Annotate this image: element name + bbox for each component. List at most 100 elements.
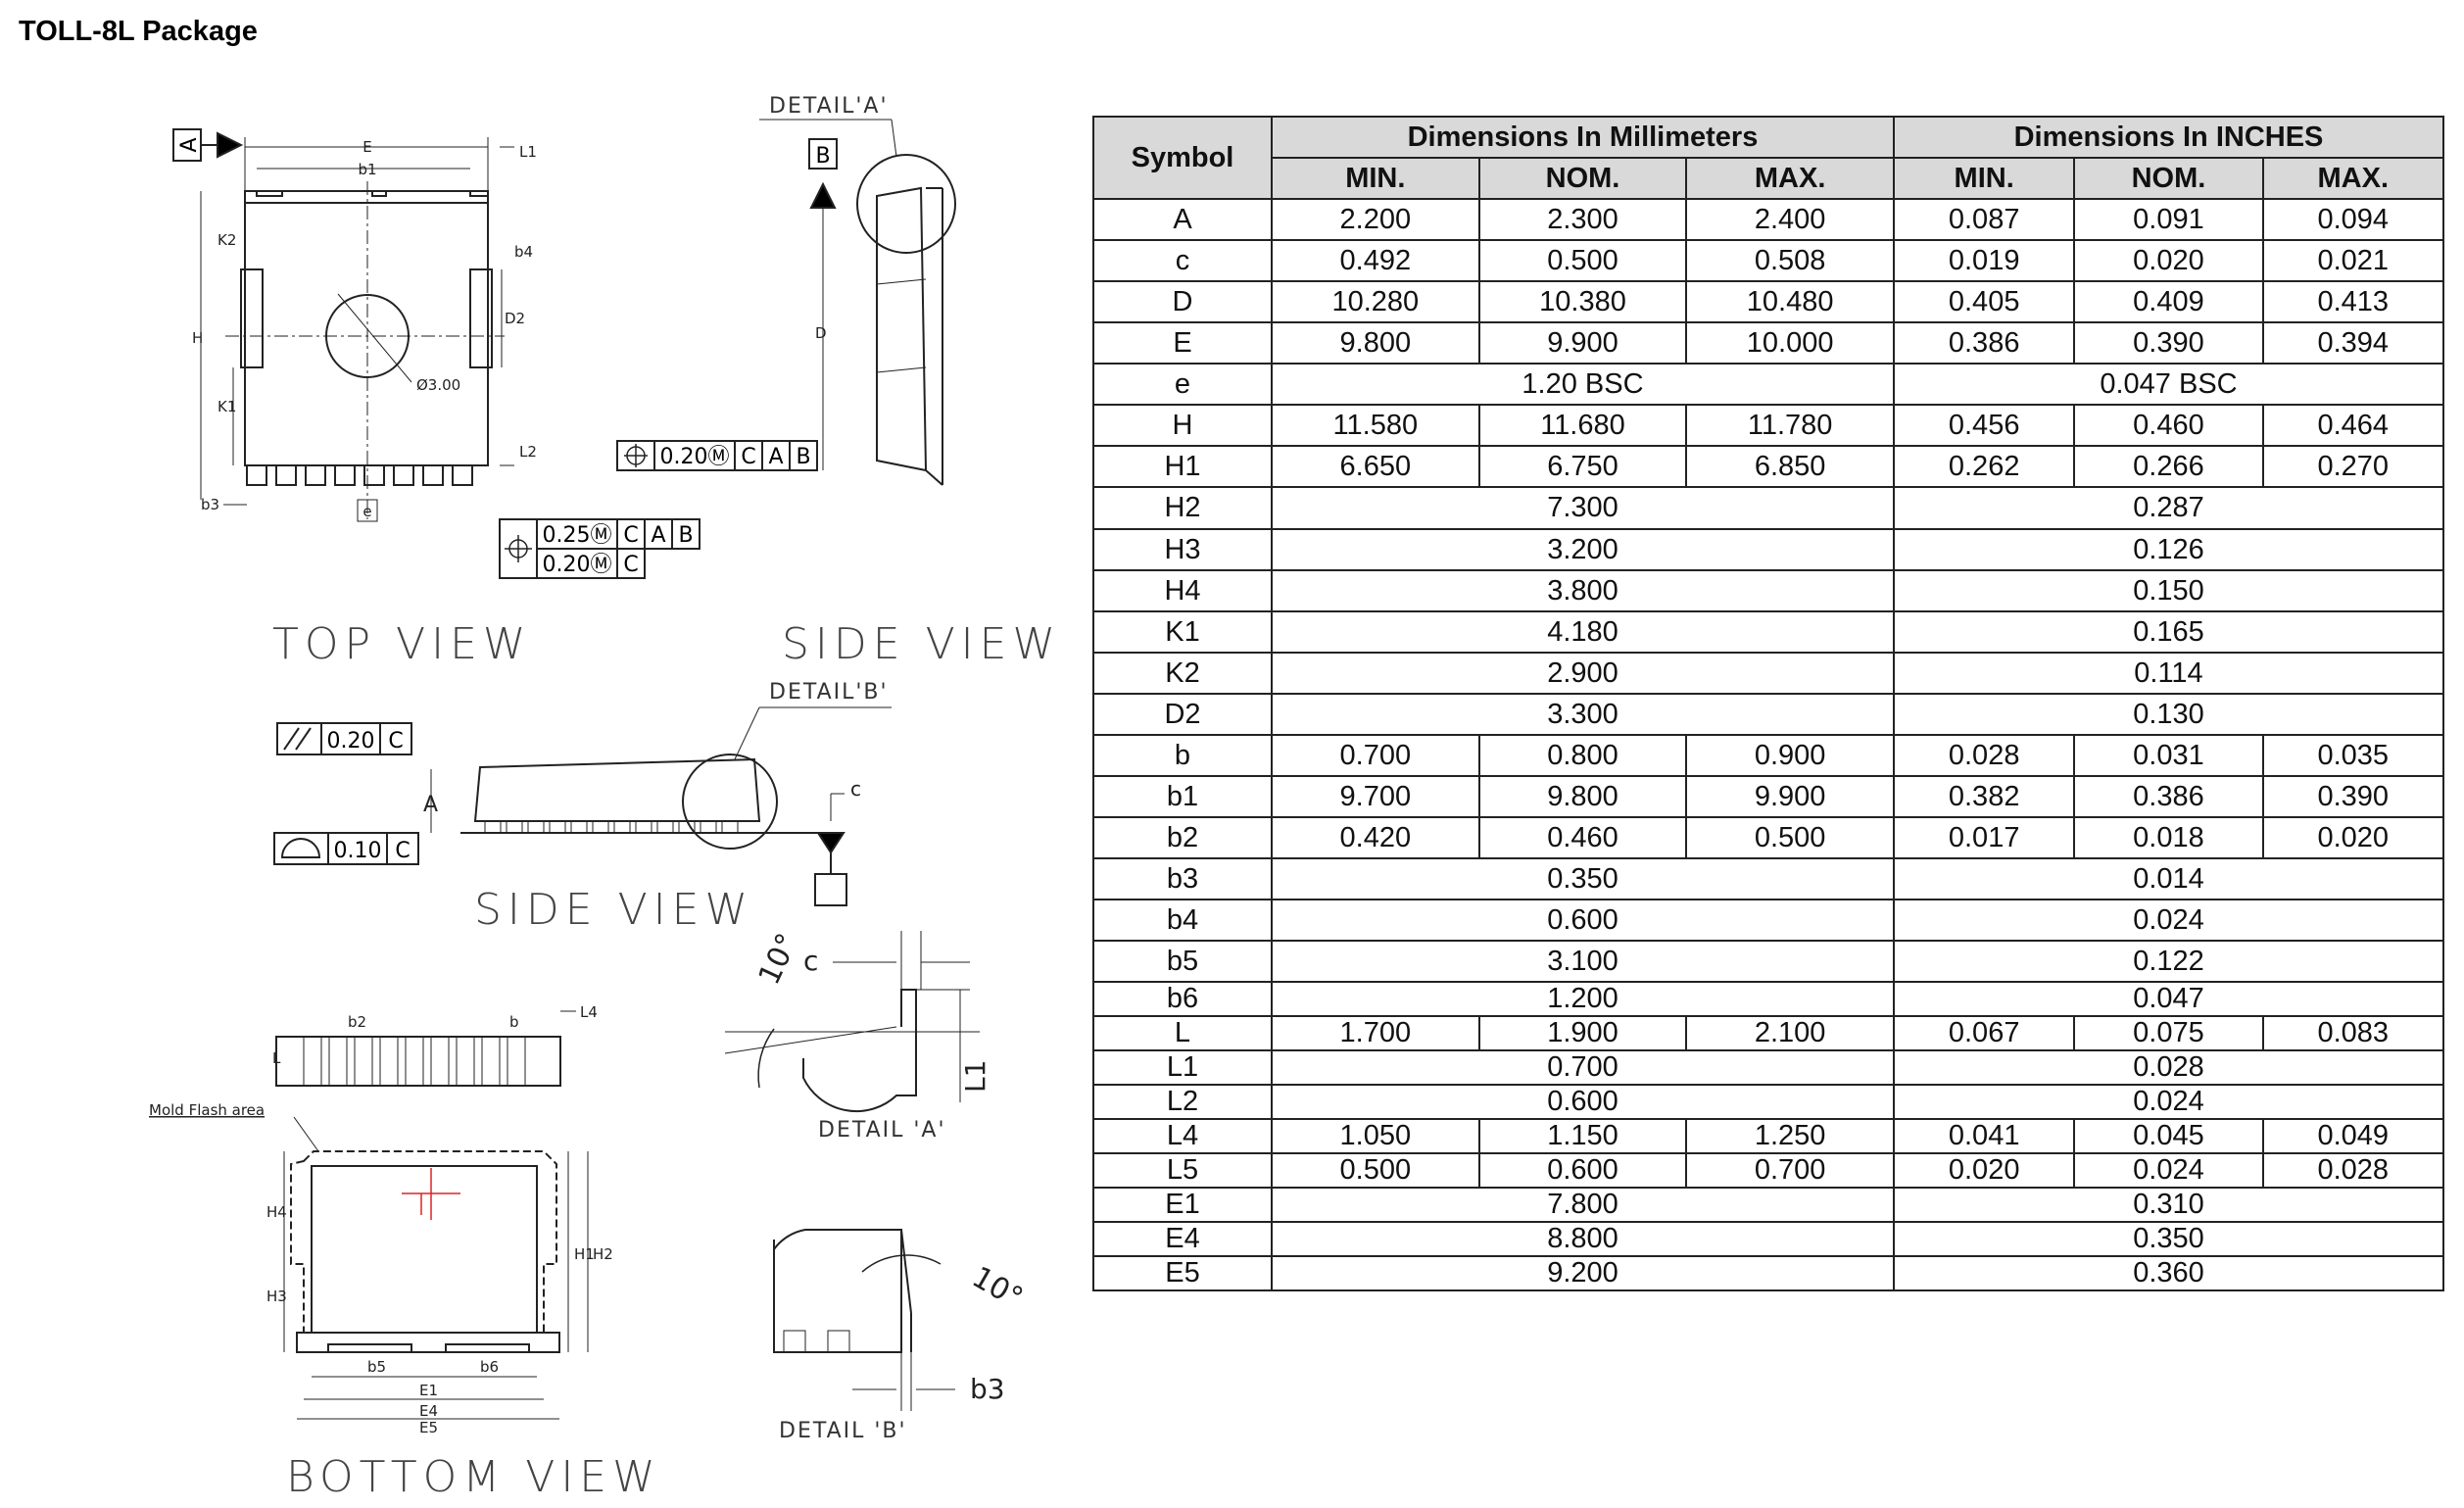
symbol-cell: b4 bbox=[1092, 899, 1273, 942]
mm-span-cell: 1.200 bbox=[1271, 981, 1895, 1017]
tolerance-frame-side: 0.20Ⓜ C A B bbox=[616, 440, 818, 471]
mm-cell: 2.200 bbox=[1271, 198, 1480, 241]
dim-h2: H2 bbox=[593, 1245, 613, 1263]
mm-cell: 9.700 bbox=[1271, 775, 1480, 818]
dim-l2: L2 bbox=[519, 443, 537, 461]
mm-span-cell: 3.100 bbox=[1271, 940, 1895, 983]
mm-cell: 2.100 bbox=[1685, 1015, 1895, 1051]
mm-cell: 10.280 bbox=[1271, 280, 1480, 323]
inch-cell: 0.091 bbox=[2073, 198, 2264, 241]
inch-cell: 0.019 bbox=[1892, 239, 2076, 282]
mm-cell: 10.380 bbox=[1477, 280, 1688, 323]
inch-cell: 0.049 bbox=[2261, 1118, 2445, 1154]
inch-cell: 0.067 bbox=[1892, 1015, 2076, 1051]
mm-span-cell: 8.800 bbox=[1271, 1221, 1895, 1257]
detail-b-drawing: 10° b3 DETAIL 'B' bbox=[773, 1229, 1029, 1443]
mm-cell: 1.050 bbox=[1271, 1118, 1480, 1154]
header-mm-nom: NOM. bbox=[1477, 157, 1688, 200]
header-mm-min: MIN. bbox=[1271, 157, 1480, 200]
dim-e-pitch: e bbox=[362, 503, 371, 520]
detail-a-ref: DETAIL'A' bbox=[769, 94, 889, 119]
mm-cell: 6.850 bbox=[1685, 445, 1895, 488]
symbol-cell: K2 bbox=[1092, 652, 1273, 695]
symbol-cell: c bbox=[1092, 239, 1273, 282]
mm-cell: 9.900 bbox=[1477, 321, 1688, 365]
inch-cell: 0.031 bbox=[2073, 734, 2264, 777]
dim-h3: H3 bbox=[266, 1288, 287, 1305]
inch-span-cell: 0.310 bbox=[1892, 1187, 2445, 1223]
inch-cell: 0.020 bbox=[1892, 1152, 2076, 1189]
svg-text:0.20Ⓜ: 0.20Ⓜ bbox=[660, 445, 730, 469]
symbol-cell: L bbox=[1092, 1015, 1273, 1051]
mm-span-cell: 0.350 bbox=[1271, 857, 1895, 900]
inch-cell: 0.460 bbox=[2073, 404, 2264, 447]
symbol-cell: D2 bbox=[1092, 693, 1273, 736]
inch-cell: 0.021 bbox=[2261, 239, 2445, 282]
dim-l1-detail: L1 bbox=[959, 1060, 991, 1093]
inch-cell: 0.464 bbox=[2261, 404, 2445, 447]
svg-text:C: C bbox=[395, 839, 410, 863]
mm-cell: 2.300 bbox=[1477, 198, 1688, 241]
side-view-right: DETAIL'A' B D 0.20Ⓜ C A B SIDE VI bbox=[616, 94, 1061, 669]
symbol-cell: H4 bbox=[1092, 569, 1273, 612]
inch-span-cell: 0.350 bbox=[1892, 1221, 2445, 1257]
inch-cell: 0.018 bbox=[2073, 816, 2264, 859]
mm-span-cell: 7.300 bbox=[1271, 486, 1895, 530]
dimensions-table: Symbol Dimensions In Millimeters Dimensi… bbox=[1092, 116, 2445, 1291]
dim-b5: b5 bbox=[367, 1358, 386, 1376]
dim-b-bottom: b bbox=[509, 1013, 519, 1031]
symbol-cell: A bbox=[1092, 198, 1273, 241]
inch-cell: 0.045 bbox=[2073, 1118, 2264, 1154]
svg-text:A: A bbox=[651, 523, 665, 548]
mm-span-cell: 3.300 bbox=[1271, 693, 1895, 736]
mm-cell: 2.400 bbox=[1685, 198, 1895, 241]
mm-cell: 9.800 bbox=[1477, 775, 1688, 818]
dim-c-detail: c bbox=[803, 945, 818, 977]
header-mm-group: Dimensions In Millimeters bbox=[1271, 116, 1895, 159]
datum-b-label: B bbox=[815, 144, 830, 169]
mm-cell: 6.650 bbox=[1271, 445, 1480, 488]
dim-l: L bbox=[272, 1049, 281, 1067]
symbol-cell: E bbox=[1092, 321, 1273, 365]
dim-h: H bbox=[192, 329, 203, 347]
mm-cell: 6.750 bbox=[1477, 445, 1688, 488]
mm-span-cell: 4.180 bbox=[1271, 610, 1895, 654]
dim-c-side: c bbox=[850, 777, 861, 801]
side-view-label-1: SIDE VIEW bbox=[782, 619, 1061, 669]
symbol-cell: H3 bbox=[1092, 528, 1273, 571]
mm-cell: 0.900 bbox=[1685, 734, 1895, 777]
svg-text:B: B bbox=[678, 523, 693, 548]
inch-span-cell: 0.360 bbox=[1892, 1255, 2445, 1291]
symbol-cell: b3 bbox=[1092, 857, 1273, 900]
inch-cell: 0.382 bbox=[1892, 775, 2076, 818]
page-title: TOLL-8L Package bbox=[19, 16, 258, 47]
top-leads bbox=[246, 464, 473, 486]
svg-text:0.20: 0.20 bbox=[327, 729, 375, 754]
dim-b3-top: b3 bbox=[201, 496, 219, 513]
side-view-middle: DETAIL'B' 0.20 C A bbox=[273, 680, 892, 935]
inch-cell: 0.386 bbox=[2073, 775, 2264, 818]
symbol-cell: D bbox=[1092, 280, 1273, 323]
mm-span-cell: 0.700 bbox=[1271, 1049, 1895, 1086]
inch-span-cell: 0.130 bbox=[1892, 693, 2445, 736]
mm-span-cell: 3.800 bbox=[1271, 569, 1895, 612]
symbol-cell: e bbox=[1092, 363, 1273, 406]
mm-cell: 0.700 bbox=[1271, 734, 1480, 777]
dim-k2: K2 bbox=[217, 231, 236, 249]
dim-e1: E1 bbox=[419, 1382, 438, 1399]
symbol-cell: b5 bbox=[1092, 940, 1273, 983]
bottom-view-label: BOTTOM VIEW bbox=[286, 1452, 661, 1502]
mm-cell: 0.460 bbox=[1477, 816, 1688, 859]
